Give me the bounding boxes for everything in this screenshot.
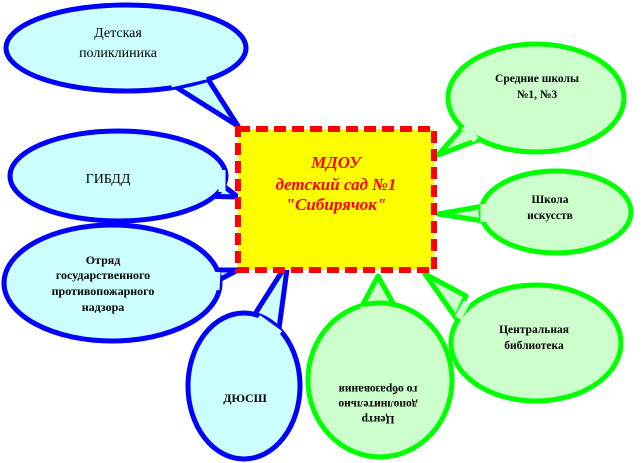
- label-srednie-line-1: Средние школы: [495, 73, 579, 85]
- label-srednie-line-2: №1, №3: [517, 89, 558, 101]
- label-otryad-line-1: Отряд: [86, 253, 121, 267]
- callout-otryad-nadzora: [1, 222, 241, 344]
- label-shkola-line-1: Школа: [532, 194, 569, 206]
- label-otryad-line-4: надзора: [82, 300, 125, 314]
- callout-tail-joint: [454, 300, 471, 320]
- label-otryad-line-2: государственного: [56, 268, 150, 282]
- callout-shkola-iskusstv: [435, 168, 634, 256]
- label-otryad-line-3: противопожарного: [52, 284, 155, 298]
- callout-gibdd: [7, 128, 241, 224]
- label-tsentr-line-1: Центр: [362, 413, 395, 425]
- label-dyussh: ДЮСШ: [223, 391, 267, 405]
- center-title: МДОУ детский сад №1 "Сибирячок": [276, 153, 397, 214]
- callout-bubble: [448, 282, 624, 404]
- callout-bubble: [1, 222, 223, 344]
- callout-tsentralnaya-biblioteka: [422, 271, 624, 404]
- center-line-1: МДОУ: [310, 153, 363, 172]
- center-box: [235, 126, 437, 273]
- label-tsentr-line-2: дополнительно: [338, 398, 417, 410]
- callout-bubble: [185, 310, 303, 462]
- center-line-3: "Сибирячок": [286, 195, 387, 214]
- callout-bubble: [305, 300, 455, 460]
- label-shkola-line-2: искусств: [527, 210, 573, 222]
- callout-bubble: [7, 128, 229, 224]
- label-gibdd: ГИБДД: [86, 172, 131, 187]
- center-line-2: детский сад №1: [276, 175, 397, 194]
- callout-detskaya-poliklinika: [3, 2, 249, 129]
- callout-bubble: [445, 41, 627, 155]
- callout-tsentr-dop-obrazovaniya: [305, 273, 455, 460]
- callout-tail-joint: [170, 72, 207, 88]
- label-tsentr-line-3: го образования: [339, 383, 418, 395]
- callout-dyussh: [185, 259, 303, 462]
- callout-bubble: [3, 2, 249, 94]
- label-tsentr-rotated: Центр дополнительно го образования: [338, 383, 417, 425]
- label-detskaya-line-2: поликлиника: [79, 46, 158, 61]
- callout-tail-joint: [255, 315, 283, 337]
- callout-tail-joint: [212, 271, 221, 291]
- label-biblioteka-line-2: библиотека: [504, 340, 564, 352]
- callout-srednie-shkoly: [435, 41, 627, 158]
- label-detskaya-line-1: Детская: [94, 26, 142, 41]
- callout-tail-joint: [359, 306, 399, 316]
- label-biblioteka-line-1: Центральная: [499, 324, 569, 336]
- callout-tail-joint: [461, 124, 479, 143]
